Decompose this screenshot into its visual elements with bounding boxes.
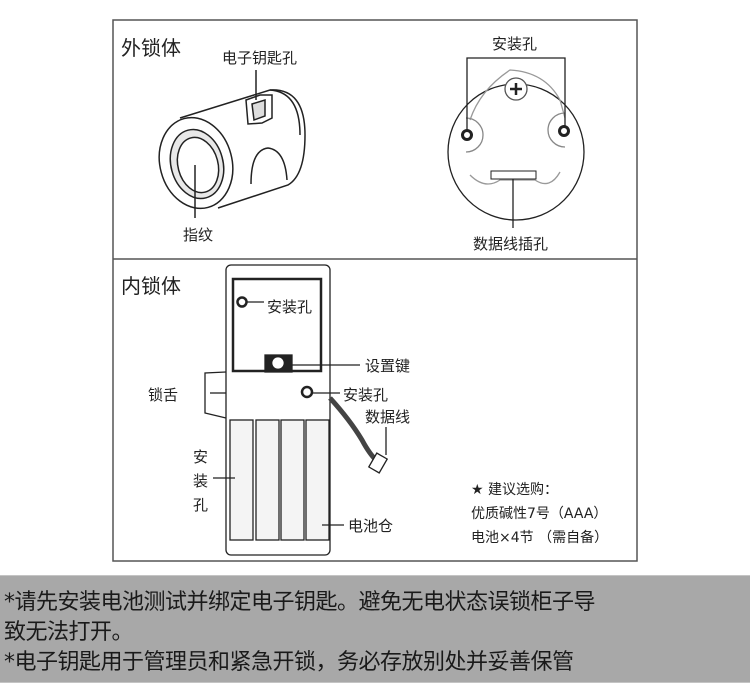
inner-lock-body xyxy=(204,264,389,556)
battery-note-line1: ★ 建议选购： xyxy=(471,482,558,498)
notice-line-2: 致无法打开。 xyxy=(4,620,134,645)
outer-section-title: 外锁体 xyxy=(121,36,181,60)
label-mount-hole-left-2: 装 xyxy=(193,472,208,490)
label-latch: 锁舌 xyxy=(148,386,178,404)
label-mount-hole-left-3: 孔 xyxy=(193,496,208,514)
label-key-hole: 电子钥匙孔 xyxy=(222,49,297,67)
notice-band: *请先安装电池测试并绑定电子钥匙。避免无电状态误锁柜子导 致无法打开。 *电子钥… xyxy=(0,575,750,683)
label-fingerprint: 指纹 xyxy=(183,226,213,244)
label-setup-key: 设置键 xyxy=(365,357,410,375)
notice-line-1: *请先安装电池测试并绑定电子钥匙。避免无电状态误锁柜子导 xyxy=(4,590,596,615)
notice-line-3: *电子钥匙用于管理员和紧急开锁，务必存放别处并妥善保管 xyxy=(4,650,574,675)
battery-note-line2: 优质碱性7号（AAA） xyxy=(471,506,607,522)
label-battery-bay: 电池仓 xyxy=(348,517,393,535)
inner-section-title: 内锁体 xyxy=(121,274,181,298)
outer-lock-back xyxy=(447,57,585,228)
label-mount-holes: 安装孔 xyxy=(492,35,537,53)
outer-lock-cylinder xyxy=(158,70,306,218)
label-mount-hole-left-1: 安 xyxy=(193,448,208,466)
battery-note-line3: 电池×4节 （需自备） xyxy=(471,529,608,546)
label-data-port: 数据线插孔 xyxy=(473,235,548,253)
label-mount-hole-top: 安装孔 xyxy=(267,298,312,316)
label-mount-hole-right: 安装孔 xyxy=(343,386,388,404)
label-data-cable: 数据线 xyxy=(365,408,410,426)
